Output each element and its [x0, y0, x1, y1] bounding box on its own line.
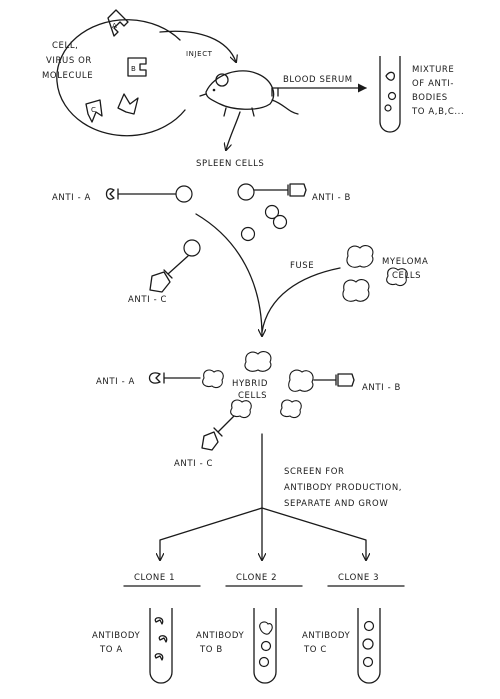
spleen-cells-label: SPLEEN CELLS [196, 159, 264, 169]
anti-c-link-2 [213, 415, 235, 437]
hybrid-cells: HYBRID CELLS ANTI - A ANTI - B ANTI - C [96, 351, 401, 469]
mixture-label-1: MIXTURE [412, 65, 454, 75]
screen-label-2: ANTIBODY PRODUCTION, [284, 483, 402, 493]
hybrid-cell-a [202, 369, 224, 389]
anti-b-link-2 [313, 374, 337, 386]
spleen-cells: ANTI - A ANTI - B ANTI - C [52, 183, 351, 305]
myeloma-cell-1 [346, 245, 374, 268]
myeloma-label-2: CELLS [392, 271, 421, 281]
antigen-c-letter: C [91, 106, 97, 114]
anti-b-link-1 [253, 184, 289, 196]
antigen-c-marker: C [85, 99, 103, 123]
spleen-cell-b [237, 183, 255, 201]
branch-to-clone-3 [261, 507, 366, 560]
antigen-a-letter: A [112, 22, 117, 30]
spleen-cell-a [175, 185, 193, 203]
clone-2-label: CLONE 2 [236, 573, 277, 583]
clone-3-tube [357, 608, 381, 684]
serum-antibody-1 [385, 71, 396, 81]
serum-antibody-2 [387, 91, 397, 101]
anti-c-antibody-2 [201, 431, 219, 451]
myeloma-cells [342, 245, 408, 302]
fuse-label: FUSE [290, 261, 314, 271]
antigen-source-label-2: VIRUS OR [46, 56, 92, 66]
hybrid-cell-top [244, 351, 272, 372]
anti-b-label-2: ANTI - B [362, 383, 401, 393]
antigen-a-marker: A [107, 9, 129, 37]
branch-to-clone-1 [160, 507, 263, 560]
mixture-label-2: OF ANTI- [412, 79, 454, 89]
inject-arrow [159, 30, 236, 62]
hybrid-label-1: HYBRID [232, 379, 268, 389]
spleen-cell-1 [264, 204, 280, 220]
serum-test-tube [379, 56, 401, 133]
spleen-cell-c [183, 239, 201, 257]
spleen-cell-3 [240, 226, 256, 242]
blood-serum-label: BLOOD SERUM [283, 75, 353, 85]
mouse-to-spleen-arrow [226, 111, 241, 150]
anti-b-antibody-1 [289, 183, 307, 197]
antigen-source: CELL, VIRUS OR MOLECULE A B C [42, 9, 186, 137]
myeloma-cell-2 [342, 279, 370, 302]
clone-2-tube [253, 608, 277, 684]
anti-b-antibody-2 [337, 373, 355, 387]
antigen-source-circle [56, 19, 186, 137]
antibody-to-c-label-1: ANTIBODY [302, 631, 351, 641]
mouse-icon [199, 70, 299, 117]
hybrid-cell-d [280, 399, 302, 419]
antigen-b-marker: B [127, 57, 147, 77]
anti-c-label-2: ANTI - C [174, 459, 213, 469]
myeloma-cell-3 [386, 267, 408, 287]
anti-a-label-2: ANTI - A [96, 377, 135, 387]
serum-antibody-3 [384, 104, 392, 112]
antibody-to-a-label-1: ANTIBODY [92, 631, 141, 641]
anti-a-link-2 [163, 372, 201, 384]
antigen-d-marker [117, 93, 139, 115]
screen-label-3: SEPARATE AND GROW [284, 499, 388, 509]
mixture-label-3: BODIES [412, 93, 448, 103]
antibody-to-c-label-2: TO C [303, 645, 327, 655]
antibody-to-a-label-2: TO A [99, 645, 123, 655]
clone-3-label: CLONE 3 [338, 573, 379, 583]
antigen-source-label-1: CELL, [52, 41, 78, 51]
hybrid-cell-b [288, 369, 314, 392]
anti-c-link-1 [163, 255, 189, 279]
mixture-label-4: TO A,B,C... [411, 107, 464, 117]
hybrid-label-2: CELLS [238, 391, 267, 401]
antibody-to-b-label-1: ANTIBODY [196, 631, 245, 641]
fuse-arrow-right [261, 267, 341, 333]
inject-label: INJECT [186, 50, 213, 58]
anti-c-label-1: ANTI - C [128, 295, 167, 305]
clone-branch-arrows [160, 433, 366, 560]
clone-1-tube [149, 608, 173, 684]
clone-1-label: CLONE 1 [134, 573, 175, 583]
anti-c-antibody-1 [149, 271, 171, 293]
anti-a-antibody-1 [105, 188, 115, 200]
screen-label-1: SCREEN FOR [284, 467, 345, 477]
anti-a-antibody-2 [148, 372, 161, 384]
anti-a-label-1: ANTI - A [52, 193, 91, 203]
spleen-cell-2 [272, 214, 288, 230]
myeloma-label-1: MYELOMA [382, 257, 428, 267]
blood-serum-arrow-tail [271, 87, 279, 97]
fuse-arrow-left [195, 213, 262, 336]
anti-a-link-1 [117, 188, 179, 200]
hybrid-cell-c [230, 399, 252, 419]
anti-b-label-1: ANTI - B [312, 193, 351, 203]
antibody-to-b-label-2: TO B [199, 645, 223, 655]
antigen-source-label-3: MOLECULE [42, 71, 93, 81]
antigen-b-letter: B [131, 65, 136, 73]
